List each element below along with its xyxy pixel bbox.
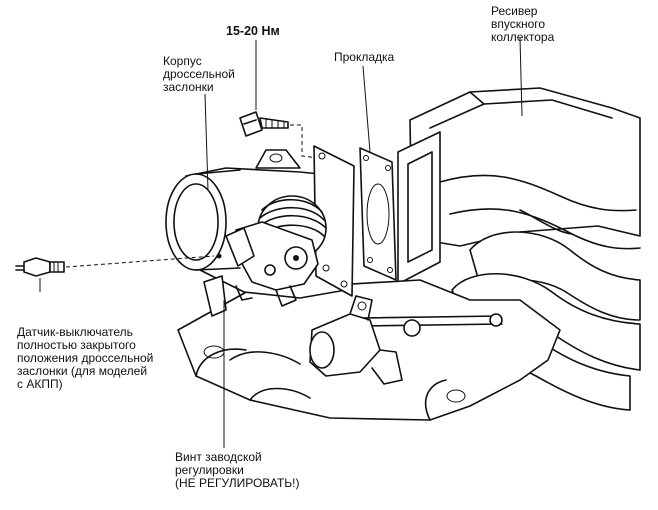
adjustment-screw-label: Винт заводской регулировки (НЕ РЕГУЛИРОВ… xyxy=(175,450,300,490)
gasket-label: Прокладка xyxy=(334,50,395,64)
closed-throttle-switch xyxy=(15,255,215,277)
lower-manifold xyxy=(177,279,561,421)
sensor-label: Датчик-выключатель полностью закрытого п… xyxy=(17,325,154,391)
torque-label: 15-20 Нм xyxy=(226,24,280,38)
throttle-body-label: Корпус дроссельной заслонки xyxy=(163,54,235,94)
mounting-bolt xyxy=(239,111,319,159)
leader-lines xyxy=(39,37,523,448)
receiver-label: Ресивер впускного коллектора xyxy=(491,4,555,44)
gasket xyxy=(359,147,397,281)
throttle-body xyxy=(165,145,355,317)
